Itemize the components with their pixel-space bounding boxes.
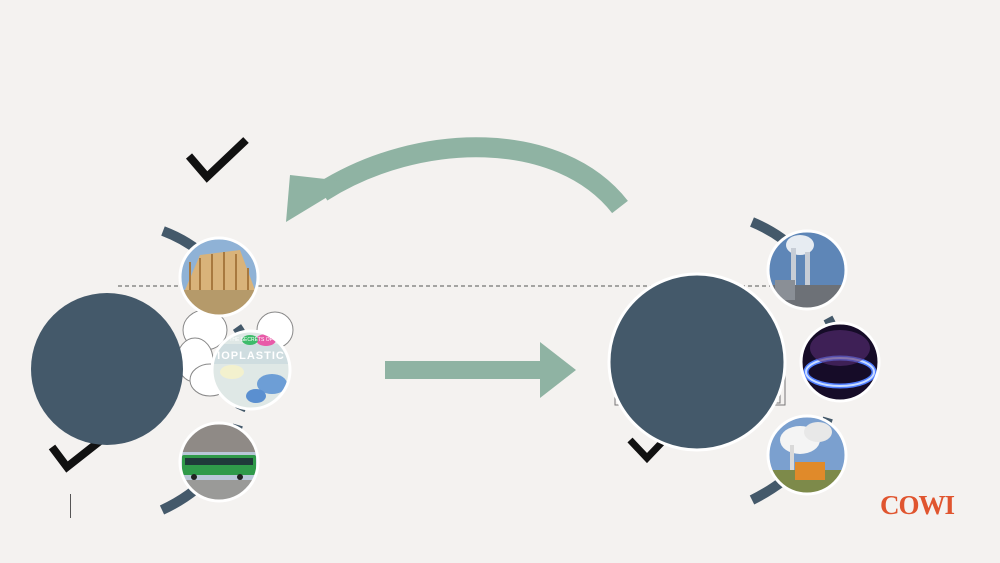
bioplastic-title: IOPLASTIC [217,350,285,362]
footer-divider [70,494,71,518]
gas-burner-flame-icon [799,321,881,403]
checkmark-icon [48,437,103,473]
green-bus-icon [178,421,260,503]
power-plant-chimney-icon [766,229,848,311]
timber-house-frame-icon [178,236,260,318]
forward-arrow [385,342,576,398]
curved-return-arrow [286,137,628,222]
right-dark-circle [607,272,787,452]
checkmark-icon [185,137,249,183]
factory-smoke-icon [766,414,848,496]
cowi-logo: COWI [880,490,955,520]
left-dark-circle [31,293,183,445]
bioplastic-subtext: THE SECRETS OF [229,337,272,343]
bioplastic-icon: THE SECRETS OF IOPLASTIC [210,329,292,411]
